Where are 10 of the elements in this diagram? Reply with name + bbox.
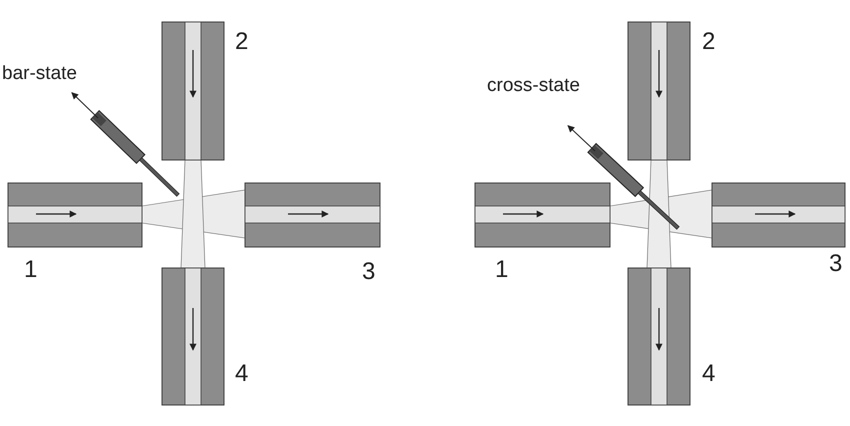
port-number: 1: [24, 258, 38, 282]
port-number: 4: [702, 362, 716, 386]
port-number: 4: [235, 362, 248, 386]
port-number: 3: [362, 260, 376, 284]
state-label: bar-state: [2, 64, 77, 83]
port-number: 1: [495, 258, 508, 282]
state-label: cross-state: [487, 76, 580, 95]
port-number: 3: [829, 252, 842, 276]
port-number: 2: [235, 30, 248, 54]
port-number: 2: [702, 30, 716, 54]
